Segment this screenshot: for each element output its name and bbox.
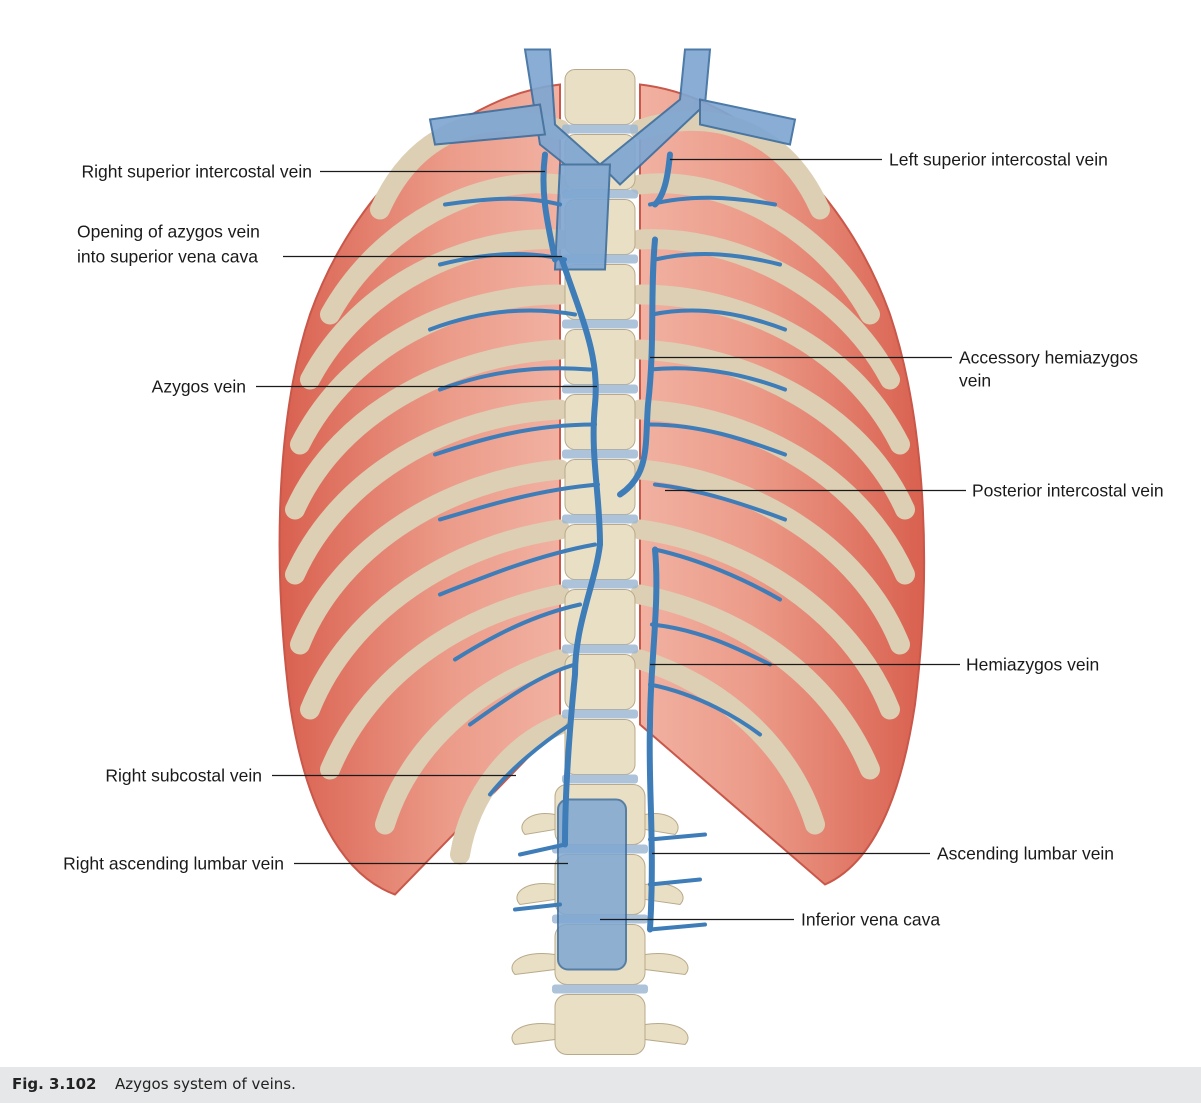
- left-brachiocephalic-vein: [598, 48, 712, 186]
- vertebra: [564, 719, 636, 775]
- transverse-process: [521, 813, 556, 836]
- figure-caption: Fig. 3.102 Azygos system of veins.: [0, 1067, 1201, 1103]
- vertebra: [564, 394, 636, 450]
- leader-lines: [256, 158, 966, 921]
- label-right-subcostal-vein: Right subcostal vein: [105, 766, 262, 786]
- right-superior-intercostal-vein: [540, 151, 558, 263]
- superior-vena-cava: [553, 163, 612, 271]
- label-opening-of-azygos-line2: into superior vena cava: [77, 247, 258, 267]
- inferior-vena-cava: [557, 798, 627, 971]
- label-posterior-intercostal-vein: Posterior intercostal vein: [972, 481, 1164, 501]
- vertebra: [564, 69, 636, 125]
- transverse-process: [516, 883, 556, 906]
- transverse-process: [644, 953, 689, 976]
- transverse-process: [644, 1023, 689, 1046]
- label-accessory-hemiazygos-line2: vein: [959, 371, 991, 391]
- vertebra: [564, 329, 636, 385]
- label-left-superior-intercostal-vein: Left superior intercostal vein: [889, 150, 1108, 170]
- accessory-hemiazygos-vein: [617, 236, 658, 498]
- label-right-ascending-lumbar-vein: Right ascending lumbar vein: [63, 854, 284, 874]
- vertebra: [564, 589, 636, 645]
- label-inferior-vena-cava: Inferior vena cava: [801, 910, 940, 930]
- label-ascending-lumbar-vein: Ascending lumbar vein: [937, 844, 1114, 864]
- azygos-vein: [559, 256, 604, 848]
- caption-text: Azygos system of veins.: [115, 1075, 296, 1093]
- label-right-superior-intercostal-vein: Right superior intercostal vein: [81, 162, 312, 182]
- hemiazygos-vein: [646, 546, 660, 933]
- transverse-process: [511, 953, 556, 976]
- right-subclavian-vein: [428, 103, 547, 146]
- label-opening-of-azygos-line1: Opening of azygos vein: [77, 222, 260, 242]
- great-veins: [428, 48, 797, 271]
- left-subclavian-vein: [699, 98, 797, 146]
- labels: Right superior intercostal vein Opening …: [63, 150, 1163, 930]
- label-azygos-vein: Azygos vein: [152, 377, 246, 397]
- vertebra: [554, 994, 646, 1055]
- figure-number: Fig. 3.102: [12, 1075, 97, 1093]
- label-accessory-hemiazygos-line1: Accessory hemiazygos: [959, 348, 1138, 368]
- label-hemiazygos-vein: Hemiazygos vein: [966, 655, 1099, 675]
- azygos-system: [540, 151, 673, 933]
- transverse-process: [511, 1023, 556, 1046]
